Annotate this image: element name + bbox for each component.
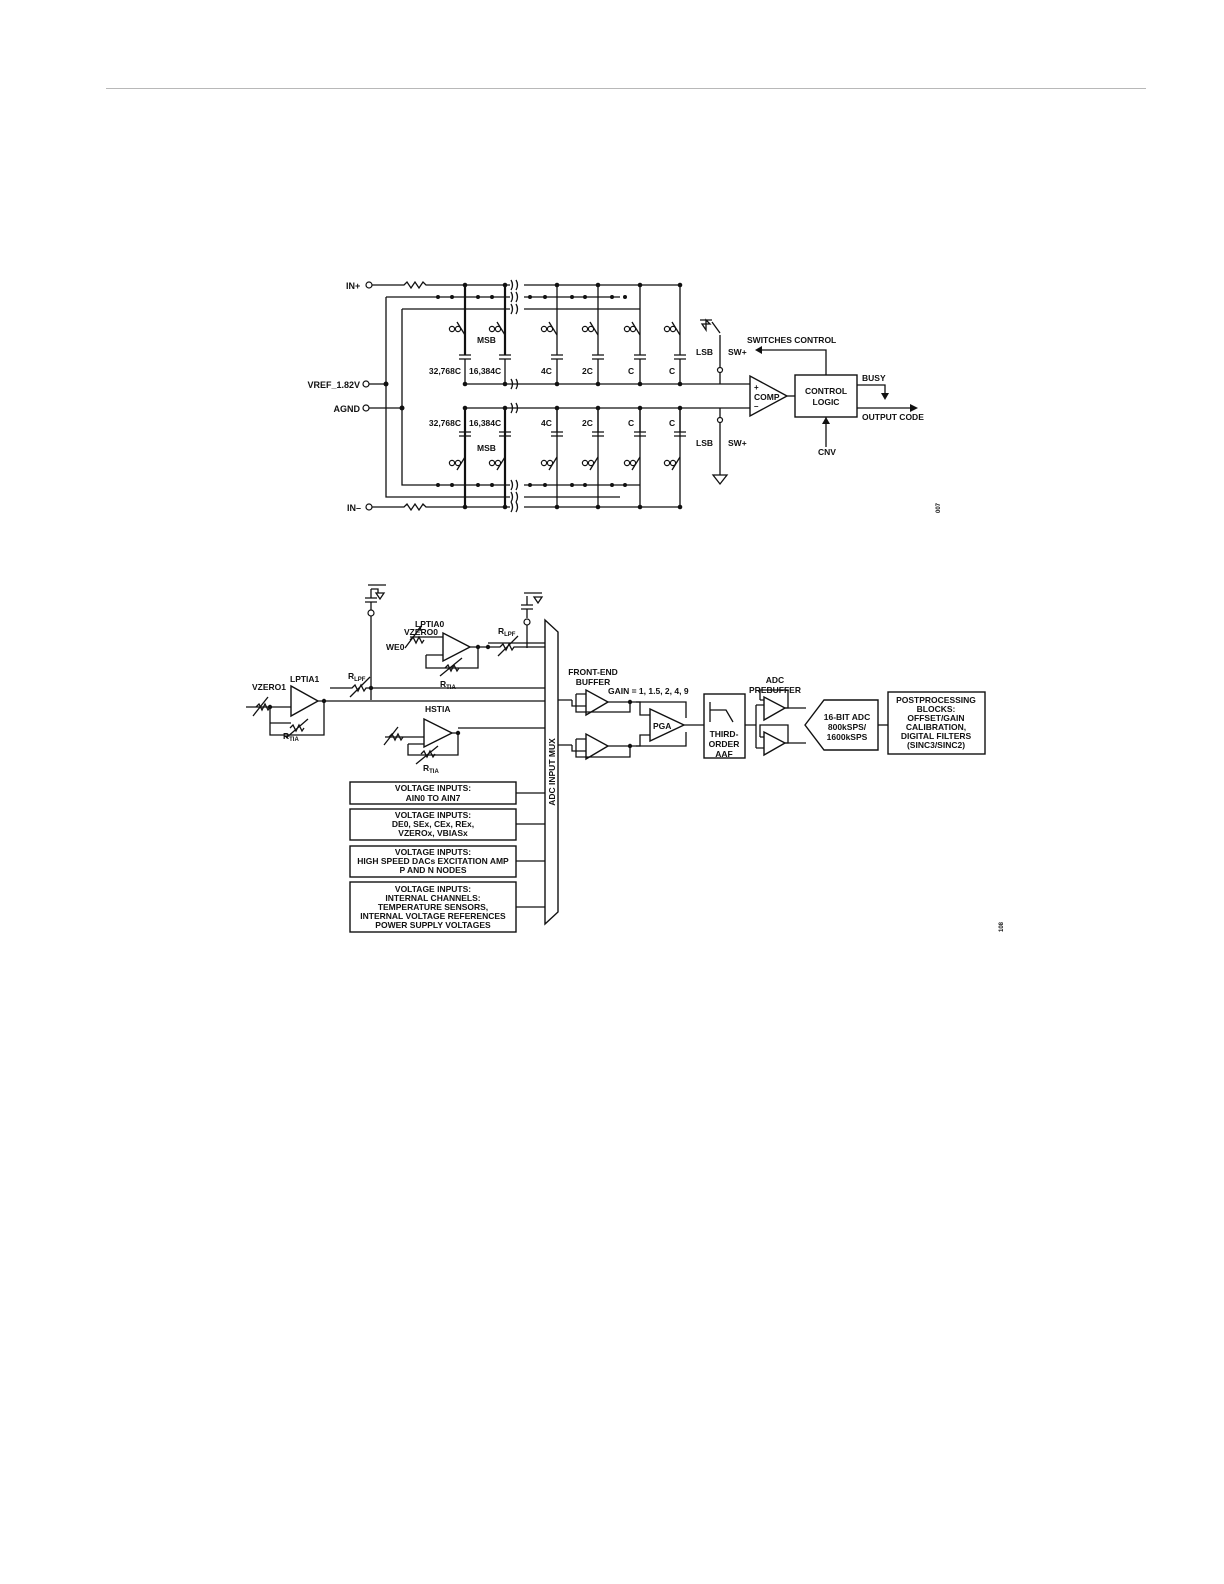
control-logic-line1: CONTROL xyxy=(805,386,847,396)
sw-plus-label-bot: SW+ xyxy=(728,438,747,448)
vi4-line3: TEMPERATURE SENSORS, xyxy=(378,902,488,912)
msb-label-bot: MSB xyxy=(477,443,496,453)
lsb-label-top: LSB xyxy=(696,347,713,357)
lsb-label-bot: LSB xyxy=(696,438,713,448)
fig2-id: 108 xyxy=(999,921,1005,932)
rlpf0-label: RLPF xyxy=(498,626,516,638)
switches-control-label: SWITCHES CONTROL xyxy=(747,335,836,345)
cap-label-16384c-top: 16,384C xyxy=(469,366,501,376)
vi4-line2: INTERNAL CHANNELS: xyxy=(385,893,480,903)
post-line3: OFFSET/GAIN xyxy=(907,713,964,723)
in-minus-label: IN– xyxy=(347,503,361,513)
rtia-hs-label: RTIA xyxy=(423,763,439,775)
cap-label-c1-bot: C xyxy=(628,418,634,428)
lptia0-label: LPTIA0 xyxy=(415,619,445,629)
post-line6: (SINC3/SINC2) xyxy=(907,740,965,750)
post-line1: POSTPROCESSING xyxy=(896,695,976,705)
adc-line3: 1600kSPS xyxy=(827,732,868,742)
fig1-id: 007 xyxy=(936,502,942,513)
adc-prebuffer-line2: PREBUFFER xyxy=(749,685,801,695)
gain-label: GAIN = 1, 1.5, 2, 4, 9 xyxy=(608,686,689,696)
sar-adc-diagram: IN+ IN– VREF_1.82V AGND 32,768C 16,384C … xyxy=(307,279,942,513)
vref-label: VREF_1.82V xyxy=(307,380,360,390)
cap-label-32768c-top: 32,768C xyxy=(429,366,461,376)
msb-label-top: MSB xyxy=(477,335,496,345)
comp-label: COMP xyxy=(754,392,780,402)
adc-prebuffer-line1: ADC xyxy=(766,675,784,685)
vzero0-label: VZERO0 xyxy=(404,627,438,637)
post-line4: CALIBRATION, xyxy=(906,722,966,732)
output-code-label: OUTPUT CODE xyxy=(862,412,924,422)
agnd-label: AGND xyxy=(334,404,361,414)
control-logic-line2: LOGIC xyxy=(813,397,840,407)
cap-label-c2-bot: C xyxy=(669,418,675,428)
vi4-line4: INTERNAL VOLTAGE REFERENCES xyxy=(360,911,506,921)
vi4-line5: POWER SUPPLY VOLTAGES xyxy=(375,920,491,930)
we0-label: WE0 xyxy=(386,642,405,652)
vi4-line1: VOLTAGE INPUTS: xyxy=(395,884,471,894)
sw-plus-label-top: SW+ xyxy=(728,347,747,357)
rlpf1-label: RLPF xyxy=(348,671,366,683)
in-plus-label: IN+ xyxy=(346,281,360,291)
vi1-line2: AIN0 TO AIN7 xyxy=(406,793,461,803)
lptia1-label: LPTIA1 xyxy=(290,674,320,684)
vi2-line1: VOLTAGE INPUTS: xyxy=(395,810,471,820)
cap-label-c1-top: C xyxy=(628,366,634,376)
post-line5: DIGITAL FILTERS xyxy=(901,731,972,741)
rtia1-label: RTIA xyxy=(283,731,299,743)
front-end-buffer-line1: FRONT-END xyxy=(568,667,618,677)
adc-signal-chain-diagram: LPTIA0 VZERO0 WE0 RLPF RTIA LPTIA1 VZERO… xyxy=(246,584,1005,933)
cap-label-16384c-bot: 16,384C xyxy=(469,418,501,428)
cap-label-2c-top: 2C xyxy=(582,366,593,376)
vi1-line1: VOLTAGE INPUTS: xyxy=(395,783,471,793)
vi2-line2: DE0, SEx, CEx, REx, xyxy=(392,819,474,829)
cap-label-4c-bot: 4C xyxy=(541,418,552,428)
cap-label-4c-top: 4C xyxy=(541,366,552,376)
adc-line2: 800kSPS/ xyxy=(828,722,867,732)
adc-line1: 16-BIT ADC xyxy=(824,712,870,722)
busy-label: BUSY xyxy=(862,373,886,383)
post-line2: BLOCKS: xyxy=(917,704,956,714)
hstia-label: HSTIA xyxy=(425,704,451,714)
vzero1-label: VZERO1 xyxy=(252,682,286,692)
comp-minus: – xyxy=(754,402,759,411)
aaf-line2: ORDER xyxy=(709,739,740,749)
cap-label-2c-bot: 2C xyxy=(582,418,593,428)
vi3-line2: HIGH SPEED DACs EXCITATION AMP xyxy=(357,856,509,866)
aaf-line1: THIRD- xyxy=(710,729,739,739)
aaf-line3: AAF xyxy=(715,749,732,759)
header-rule xyxy=(106,88,1146,89)
front-end-buffer-line2: BUFFER xyxy=(576,677,610,687)
vi2-line3: VZEROx, VBIASx xyxy=(398,828,468,838)
pga-label: PGA xyxy=(653,721,671,731)
rtia0-label: RTIA xyxy=(440,679,456,691)
adc-input-mux-label: ADC INPUT MUX xyxy=(547,738,557,806)
vi3-line1: VOLTAGE INPUTS: xyxy=(395,847,471,857)
cap-label-c2-top: C xyxy=(669,366,675,376)
vi3-line3: P AND N NODES xyxy=(399,865,466,875)
comp-plus: + xyxy=(754,383,759,392)
cnv-label: CNV xyxy=(818,447,836,457)
cap-label-32768c-bot: 32,768C xyxy=(429,418,461,428)
